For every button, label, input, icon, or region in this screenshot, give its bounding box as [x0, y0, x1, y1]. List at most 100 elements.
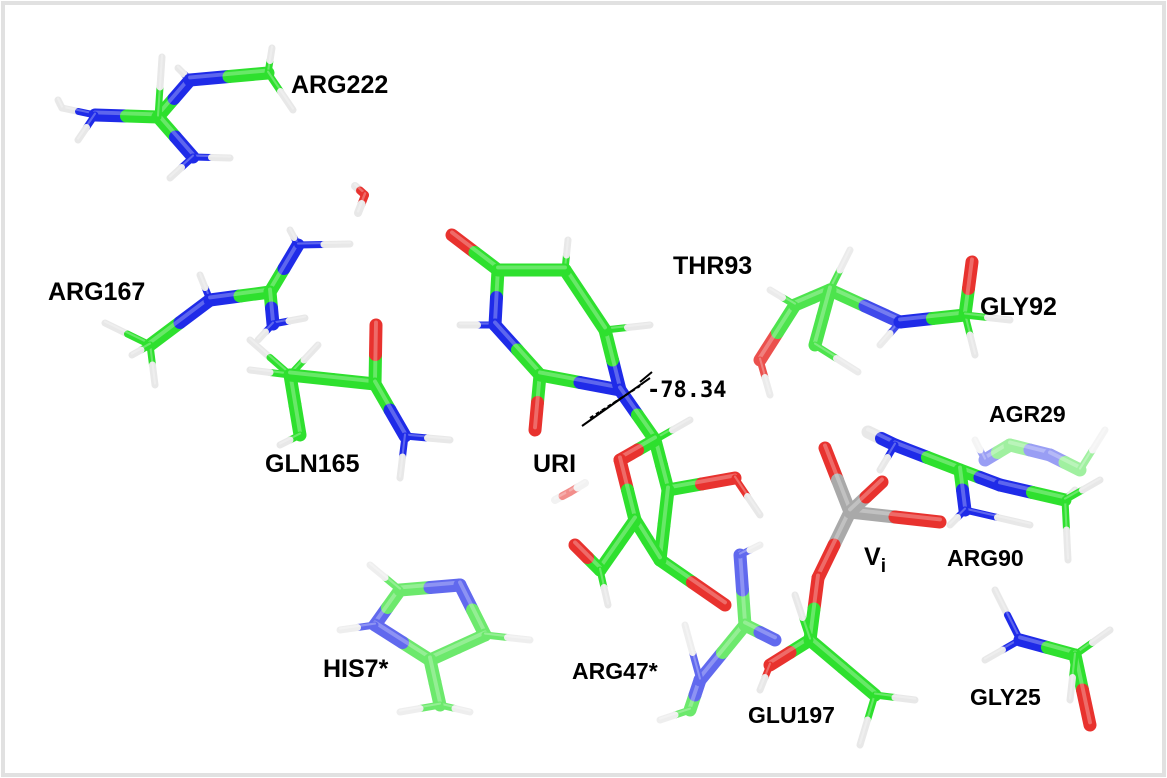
bond-highlight — [130, 342, 152, 355]
bond — [1063, 526, 1072, 564]
bond — [286, 226, 298, 241]
bond-highlight — [963, 312, 1012, 320]
label-gly25: GLY25 — [970, 684, 1041, 710]
label-vi-main: V — [864, 543, 881, 571]
bond-highlight — [288, 227, 300, 245]
bond — [563, 236, 572, 259]
bond-highlight — [573, 540, 602, 570]
bond-highlight — [698, 620, 747, 680]
bond-highlight — [156, 54, 164, 117]
bond-highlight — [266, 70, 295, 110]
residue-arg90 — [861, 425, 1104, 564]
bond-highlight — [743, 620, 777, 640]
bond — [1079, 476, 1104, 494]
bond-highlight — [873, 692, 917, 700]
bond-highlight — [618, 435, 657, 460]
bond — [300, 341, 322, 364]
bond-highlight — [288, 342, 320, 375]
bond — [174, 64, 188, 78]
bond-highlight — [428, 630, 487, 660]
bond-highlight — [1008, 440, 1052, 455]
bond — [1069, 651, 1079, 681]
bond-highlight — [296, 241, 352, 245]
label-glu197: GLU197 — [748, 702, 835, 728]
bond-highlight — [963, 312, 977, 355]
bond — [808, 311, 829, 352]
bond-highlight — [816, 507, 852, 578]
bond — [183, 70, 236, 87]
bond — [763, 646, 797, 672]
bond-highlight — [758, 662, 772, 690]
bond — [166, 164, 185, 182]
bond — [1058, 456, 1087, 477]
bond-highlight — [858, 692, 877, 745]
bond — [731, 474, 751, 500]
bond-highlight — [973, 437, 987, 460]
bond — [744, 493, 764, 519]
bond — [803, 633, 849, 674]
bond-highlight — [823, 443, 852, 512]
bond — [994, 514, 1034, 529]
label-arg167: ARG167 — [48, 278, 145, 306]
bond-highlight — [758, 300, 797, 360]
bond-highlight — [278, 432, 302, 445]
bond — [368, 618, 409, 649]
bond-highlight — [658, 555, 727, 605]
bond-highlight — [356, 192, 367, 213]
bond — [149, 361, 159, 389]
bond — [533, 368, 587, 389]
bond-highlight — [983, 440, 1012, 460]
bond-highlight — [1018, 635, 1077, 655]
bond — [383, 403, 412, 443]
bond — [222, 66, 275, 83]
bond-highlight — [268, 287, 275, 324]
bond-highlight — [768, 287, 797, 305]
bond-highlight — [168, 154, 195, 178]
bond-highlight — [683, 622, 702, 680]
bond — [246, 366, 274, 376]
bond-highlight — [878, 442, 897, 470]
bond — [641, 533, 667, 567]
bond-highlight — [598, 515, 637, 570]
bond — [833, 355, 862, 376]
bond-highlight — [733, 475, 762, 515]
dihedral-marker — [581, 371, 653, 427]
residue-thr93 — [753, 246, 907, 399]
bond-highlight — [483, 632, 532, 640]
bond — [428, 676, 447, 712]
bond-highlight — [658, 707, 692, 720]
bond — [1003, 438, 1037, 457]
bond-highlight — [248, 337, 292, 375]
bond-highlight — [658, 485, 670, 560]
bond-highlight — [493, 320, 542, 375]
bond-highlight — [963, 257, 974, 315]
bond — [876, 330, 894, 349]
bond — [946, 514, 961, 529]
bond-highlight — [256, 321, 275, 340]
bond-highlight — [271, 315, 307, 324]
label-arg47: ARG47* — [572, 658, 658, 684]
bond — [971, 436, 984, 454]
bond — [961, 311, 991, 321]
bond-highlight — [793, 592, 812, 640]
bond — [961, 506, 1001, 521]
bond — [54, 96, 64, 108]
bond-highlight — [1068, 652, 1077, 700]
bond — [984, 314, 1014, 324]
bond-highlight — [288, 370, 377, 384]
molecule-sticks — [54, 44, 1114, 749]
bond-highlight — [103, 320, 152, 345]
bond — [399, 432, 409, 461]
bond — [859, 475, 889, 504]
bond — [246, 336, 274, 361]
bond — [156, 53, 166, 91]
bond-highlight — [338, 622, 377, 630]
bond — [396, 705, 424, 716]
bond — [277, 88, 297, 114]
bond — [424, 434, 454, 444]
bond-highlight — [813, 342, 860, 372]
bond — [695, 471, 742, 491]
bond — [976, 446, 989, 464]
bond-highlight — [1063, 497, 1070, 560]
bond — [653, 553, 699, 589]
